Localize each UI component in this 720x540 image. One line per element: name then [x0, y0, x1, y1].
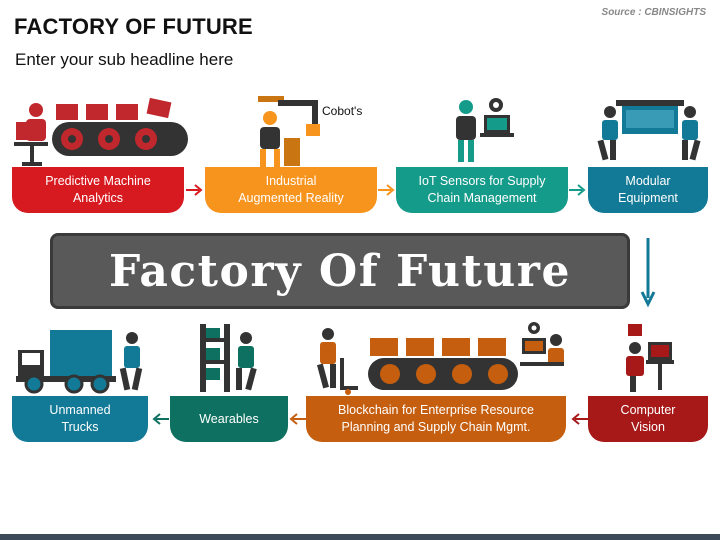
arrow-left-icon: [152, 413, 169, 425]
modular-equipment-icon: [597, 100, 701, 161]
arrow-left-icon: [571, 413, 588, 425]
arrow-right-icon: [186, 184, 203, 196]
page-title: FACTORY OF FUTURE: [14, 14, 253, 39]
step-wearables: Wearables: [170, 396, 288, 442]
source-note: Source : CBINSIGHTS: [601, 7, 706, 18]
arrow-down-icon: [640, 238, 656, 308]
truck-icon: [16, 330, 143, 394]
iot-sensor-worker-icon: [456, 98, 514, 162]
blockchain-conveyor-icon: [316, 322, 564, 395]
footer-bar: [0, 534, 720, 540]
central-banner: Factory Of Future: [50, 233, 630, 309]
computer-vision-icon: [626, 324, 674, 392]
cobot-label: Cobot's: [322, 104, 363, 118]
arrow-right-icon: [569, 184, 586, 196]
arrow-left-icon: [289, 413, 306, 425]
cobot-icon: [258, 96, 320, 167]
arrow-right-icon: [378, 184, 395, 196]
page-subtitle: Enter your sub headline here: [15, 50, 234, 69]
banner-text: Factory Of Future: [109, 245, 571, 297]
conveyor-worker-icon: [14, 97, 188, 166]
wearables-worker-icon: [200, 324, 257, 392]
